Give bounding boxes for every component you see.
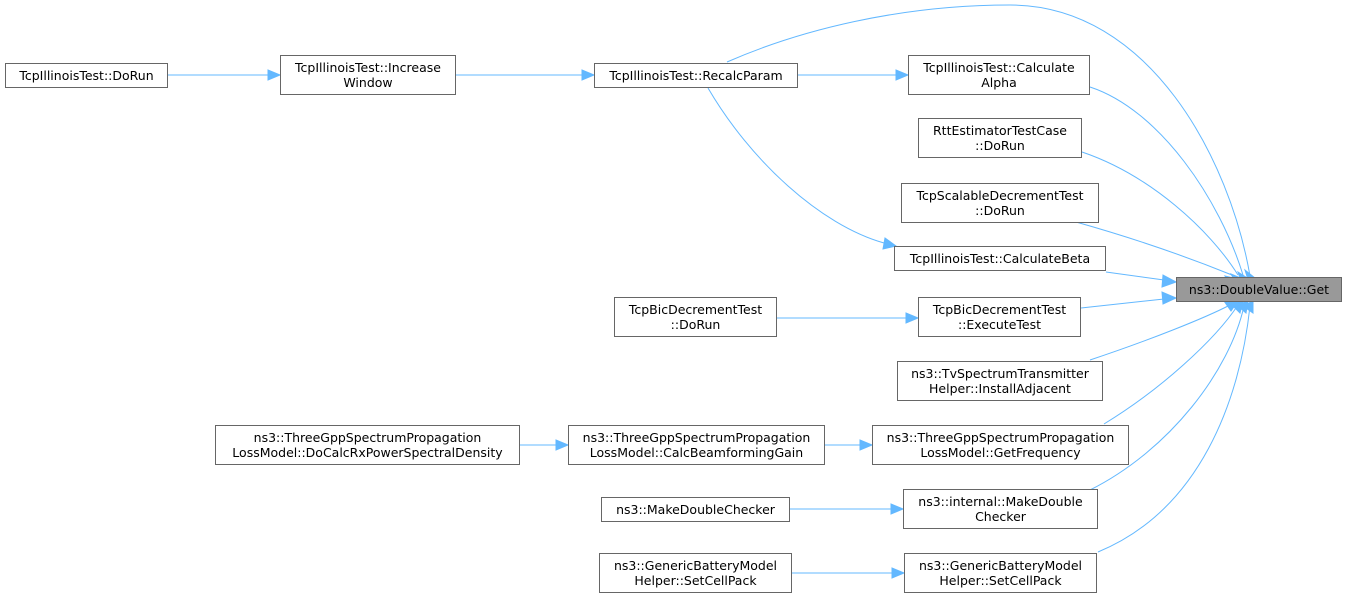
node-doublevalue-get: ns3::DoubleValue::Get [1176,277,1342,302]
node-label-line: ns3::DoubleValue::Get [1188,282,1330,297]
node-label-line: ns3::internal::MakeDouble [918,494,1083,509]
node-label-line: TcpScalableDecrementTest [916,188,1084,203]
node-label-line: Alpha [981,75,1017,90]
edge-alpha-to-get [1089,86,1244,276]
node-tcpillinois-calculatebeta[interactable]: TcpIllinoisTest::CalculateBeta [894,246,1106,271]
edge-beta-to-get [1105,271,1165,281]
arrowhead-beam-freq [859,439,874,451]
node-label-line: Checker [975,509,1026,524]
node-label-line: TcpBicDecrementTest [628,302,763,317]
arrowhead-beta-get [1161,274,1178,288]
node-label-line: TcpIllinoisTest::RecalcParam [609,68,783,83]
node-label-line: Window [343,75,393,90]
node-internal-makedoublechecker[interactable]: ns3::internal::MakeDouble Checker [903,489,1098,529]
node-genericbattery-setcellpack-caller[interactable]: ns3::GenericBatteryModel Helper::SetCell… [599,553,792,593]
node-label-line: ns3::GenericBatteryModel [613,558,778,573]
node-tcpillinois-increasewindow[interactable]: TcpIllinoisTest::Increase Window [280,55,456,95]
node-label-line: Helper::InstallAdjacent [929,381,1071,396]
node-label-line: Helper::SetCellPack [634,573,757,588]
edge-bicexec-to-get [1080,298,1165,309]
node-label-line: ::ExecuteTest [957,317,1042,332]
edge-recalc-to-get [726,4,1251,277]
node-label-line: LossModel::CalcBeamformingGain [589,445,804,460]
node-tcpillinois-calculatealpha[interactable]: TcpIllinoisTest::Calculate Alpha [908,55,1090,95]
node-rttestimator-dorun[interactable]: RttEstimatorTestCase ::DoRun [918,118,1082,158]
arrowhead-mdc-imdc [890,503,905,515]
arrowhead-incwin-recalc [581,69,596,81]
arrowhead-gbm1-gbm2 [891,567,906,579]
edge-imdc-to-get [1089,305,1245,491]
node-tcpbic-executetest[interactable]: TcpBicDecrementTest ::ExecuteTest [918,297,1081,337]
node-label-line: ns3::ThreeGppSpectrumPropagation [582,430,811,445]
node-threegpp-calcbeamforminggain[interactable]: ns3::ThreeGppSpectrumPropagation LossMod… [568,425,825,465]
node-label-line: TcpIllinoisTest::CalculateBeta [909,251,1091,266]
node-genericbattery-setcellpack[interactable]: ns3::GenericBatteryModel Helper::SetCell… [904,553,1097,593]
node-label-line: TcpIllinoisTest::Increase [295,60,441,75]
edge-freq-to-get [1103,304,1239,425]
node-label-line: ns3::ThreeGppSpectrumPropagation [886,430,1115,445]
node-label-line: RttEstimatorTestCase [932,123,1067,138]
node-label-line: Helper::SetCellPack [939,573,1062,588]
node-label-line: TcpBicDecrementTest [932,302,1067,317]
edge-tv-to-get [1089,304,1231,361]
node-label-line: TcpIllinoisTest::DoRun [19,68,154,83]
node-makedoublechecker[interactable]: ns3::MakeDoubleChecker [601,497,790,522]
arrowhead-illdorun-incwin [267,69,282,81]
node-label-line: ::DoRun [670,317,721,332]
node-label-line: ::DoRun [975,203,1025,218]
node-label-line: ns3::MakeDoubleChecker [616,502,775,517]
arrowhead-docalc-beam [555,439,570,451]
node-threegpp-getfrequency[interactable]: ns3::ThreeGppSpectrumPropagation LossMod… [872,425,1129,465]
edge-gbm2-to-get [1097,305,1251,553]
node-tvspectrum-installadjacent[interactable]: ns3::TvSpectrumTransmitter Helper::Insta… [897,361,1103,401]
node-label-line: TcpIllinoisTest::Calculate [923,60,1075,75]
node-tcpbic-dorun[interactable]: TcpBicDecrementTest ::DoRun [614,297,777,337]
node-label-line: LossModel::DoCalcRxPowerSpectralDensity [232,445,503,460]
node-tcpscalable-dorun[interactable]: TcpScalableDecrementTest ::DoRun [901,183,1099,223]
node-threegpp-docalcrxpsd[interactable]: ns3::ThreeGppSpectrumPropagation LossMod… [215,425,520,465]
arrowhead-recalc-beta [882,237,898,250]
edge-rtt-to-get [1081,151,1239,276]
node-tcpillinois-recalcparam[interactable]: TcpIllinoisTest::RecalcParam [594,63,798,88]
node-label-line: ns3::TvSpectrumTransmitter [911,366,1089,381]
node-label-line: LossModel::GetFrequency [920,445,1081,460]
edge-recalc-to-beta [707,87,885,244]
node-label-line: ::DoRun [975,138,1025,153]
node-label-line: ns3::GenericBatteryModel [918,558,1083,573]
arrowhead-bicexec-get [1161,291,1178,305]
arrowhead-bicdorun-bicexec [905,312,920,324]
arrowhead-gbm2-get [1242,300,1254,314]
node-tcpillinois-dorun[interactable]: TcpIllinoisTest::DoRun [5,63,168,88]
node-label-line: ns3::ThreeGppSpectrumPropagation [253,430,482,445]
edge-scalable-to-get [1075,221,1233,276]
arrowhead-recalc-alpha [895,69,910,81]
